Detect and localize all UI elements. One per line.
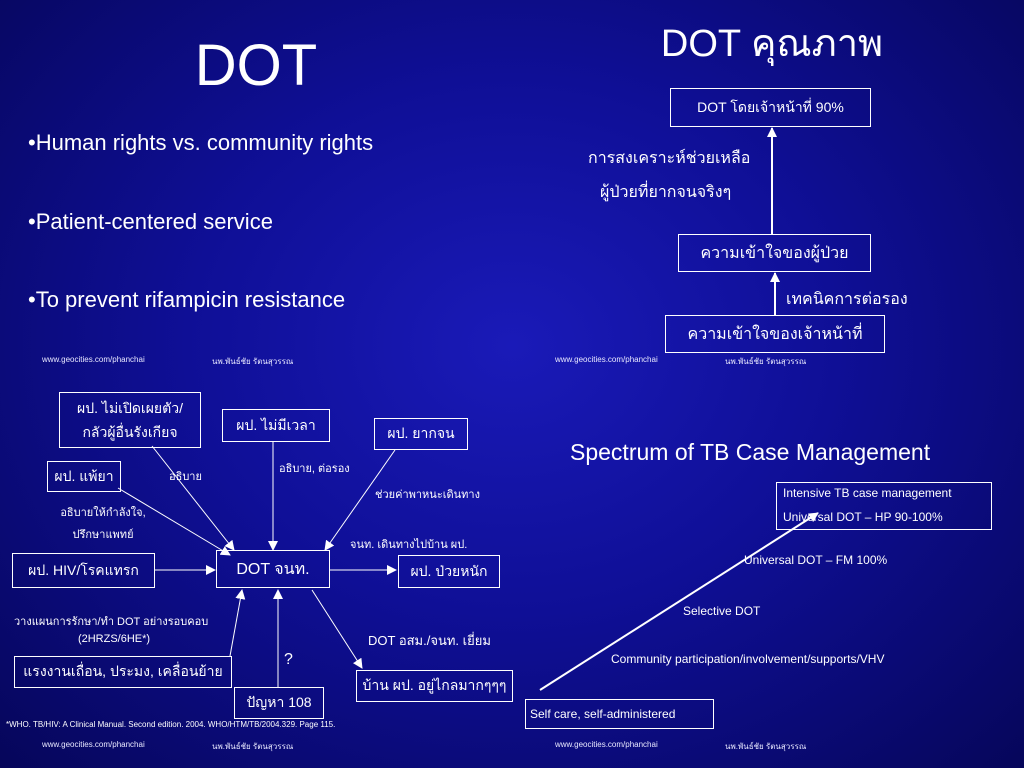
q3-footer-author: นพ.พันธ์ชัย รัตนสุวรรณ <box>212 742 294 751</box>
q3-box-108: ปัญหา 108 <box>234 687 324 719</box>
q2-title: DOT คุณภาพ <box>660 23 884 65</box>
arrow-far <box>311 589 363 669</box>
q3-box-far: บ้าน ผป. อยู่ไกลมากๆๆๆ <box>356 670 513 702</box>
q3-label-explain-negotiate: อธิบาย, ต่อรอง <box>279 463 350 475</box>
q2-label-support-1: การสงเคราะห์ช่วยเหลือ <box>588 150 751 167</box>
q4-title: Spectrum of TB Case Management <box>570 439 931 465</box>
q2-label-negotiate: เทคนิคการต่อรอง <box>786 291 908 308</box>
q4-step-universal-fm: Universal DOT – FM 100% <box>744 553 888 567</box>
q1-footer-author: นพ.พันธ์ชัย รัตนสุวรรณ <box>212 357 294 366</box>
q2-top-box: DOT โดยเจ้าหน้าที่ 90% <box>670 88 871 127</box>
arrow-no-disclose <box>151 445 235 551</box>
q2-footer-author: นพ.พันธ์ชัย รัตนสุวรรณ <box>725 357 807 366</box>
q3-label-staff-visit: จนท. เดินทางไปบ้าน ผป. <box>350 539 468 551</box>
q3-label-plan-2: (2HRZS/6HE*) <box>77 633 151 645</box>
q3-center-box: DOT จนท. <box>216 550 330 588</box>
q4-bottom-box: Self care, self-administered <box>525 699 714 729</box>
q4-top-box: Intensive TB case management Universal D… <box>776 482 992 530</box>
q3-label-plan-1: วางแผนการรักษา/ทำ DOT อย่างรอบคอบ <box>14 616 209 628</box>
q3-box-no-disclose: ผป. ไม่เปิดเผยตัว/ กลัวผู้อื่นรังเกียจ <box>59 392 201 448</box>
q3-box-hiv: ผป. HIV/โรคแทรก <box>12 553 155 588</box>
q4-top-line1: Intensive TB case management <box>783 486 952 500</box>
q1-bullet-2: •Patient-centered service <box>28 209 273 234</box>
q2-mid-box: ความเข้าใจของผู้ป่วย <box>678 234 871 272</box>
q3-footnote: *WHO. TB/HIV: A Clinical Manual. Second … <box>6 720 336 729</box>
arrow-poor <box>324 449 396 551</box>
q2-bottom-box: ความเข้าใจของเจ้าหน้าที่ <box>665 315 885 353</box>
q4-footer-author: นพ.พันธ์ชัย รัตนสุวรรณ <box>725 742 807 751</box>
q3-box-no-time: ผป. ไม่มีเวลา <box>222 409 330 442</box>
q1-bullet-3: •To prevent rifampicin resistance <box>28 287 346 312</box>
q4-step-community: Community participation/involvement/supp… <box>611 652 885 666</box>
q3-box-severe: ผป. ป่วยหนัก <box>398 555 500 588</box>
q2-label-support-2: ผู้ป่วยที่ยากจนจริงๆ <box>600 184 732 201</box>
q3-label-explain: อธิบาย <box>169 471 202 483</box>
q3-label-question: ? <box>284 651 293 668</box>
q4-footer-url: www.geocities.com/phanchai <box>555 740 658 749</box>
q3-label-encourage-2: ปรึกษาแพทย์ <box>72 529 134 541</box>
q3-box-poor: ผป. ยากจน <box>374 418 468 450</box>
q3-label-encourage-1: อธิบายให้กำลังใจ, <box>60 507 146 519</box>
q3-box-drug-allergy: ผป. แพ้ยา <box>47 461 121 492</box>
q1-title: DOT <box>194 33 318 98</box>
spectrum-arrow <box>539 512 819 691</box>
q4-step-selective: Selective DOT <box>683 604 761 618</box>
arrow-drug-allergy <box>117 487 231 556</box>
q1-bullet-1: •Human rights vs. community rights <box>28 130 374 155</box>
arrow-migrant <box>229 589 246 657</box>
q1-footer-url: www.geocities.com/phanchai <box>42 355 145 364</box>
q3-box-no-disclose-line2: กลัวผู้อื่นรังเกียจ <box>82 424 178 440</box>
q3-box-no-disclose-line1: ผป. ไม่เปิดเผยตัว/ <box>77 400 183 416</box>
q3-label-travel: ช่วยค่าพาหนะเดินทาง <box>375 489 480 501</box>
q4-top-line2: Universal DOT – HP 90-100% <box>783 510 943 524</box>
q3-box-migrant: แรงงานเถื่อน, ประมง, เคลื่อนย้าย <box>14 656 232 688</box>
q3-footer-url: www.geocities.com/phanchai <box>42 740 145 749</box>
q3-label-vhv-visit: DOT อสม./จนท. เยี่ยม <box>368 633 491 648</box>
q2-footer-url: www.geocities.com/phanchai <box>555 355 658 364</box>
